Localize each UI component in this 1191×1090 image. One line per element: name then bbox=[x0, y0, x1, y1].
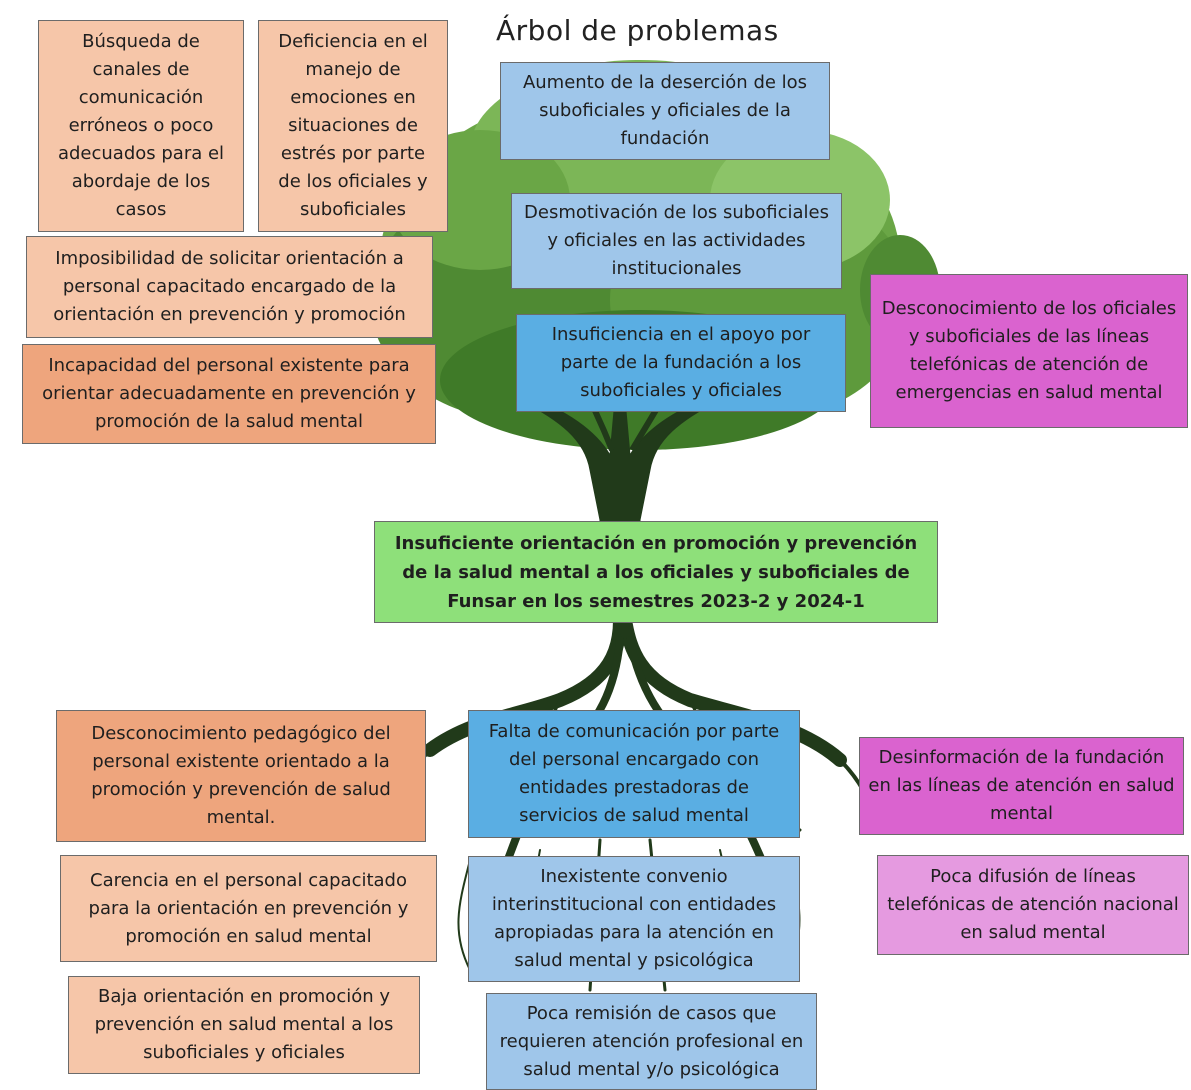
effect-text: Imposibilidad de solicitar orientación a… bbox=[53, 248, 406, 325]
effect-box: Desconocimiento de los oficiales y subof… bbox=[870, 274, 1188, 428]
central-problem-text: Insuficiente orientación en promoción y … bbox=[394, 532, 918, 612]
effect-box: Imposibilidad de solicitar orientación a… bbox=[26, 236, 433, 338]
effect-text: Búsqueda de canales de comunicación erró… bbox=[57, 31, 225, 220]
cause-text: Poca difusión de líneas telefónicas de a… bbox=[887, 866, 1179, 943]
effect-box: Desmotivación de los suboficiales y ofic… bbox=[511, 193, 842, 289]
effect-text: Deficiencia en el manejo de emociones en… bbox=[278, 31, 428, 220]
cause-box: Poca difusión de líneas telefónicas de a… bbox=[877, 855, 1189, 955]
effect-box: Deficiencia en el manejo de emociones en… bbox=[258, 20, 448, 232]
page-title: Árbol de problemas bbox=[496, 14, 779, 47]
effect-text: Incapacidad del personal existente para … bbox=[42, 355, 416, 432]
cause-text: Poca remisión de casos que requieren ate… bbox=[499, 1002, 804, 1080]
effect-box: Búsqueda de canales de comunicación erró… bbox=[38, 20, 244, 232]
cause-box: Inexistente convenio interinstitucional … bbox=[468, 856, 800, 982]
cause-box: Desconocimiento pedagógico del personal … bbox=[56, 710, 426, 842]
cause-text: Desinformación de la fundación en las lí… bbox=[868, 747, 1175, 824]
effect-text: Desconocimiento de los oficiales y subof… bbox=[881, 298, 1177, 403]
cause-box: Baja orientación en promoción y prevenci… bbox=[68, 976, 420, 1074]
effect-text: Insuficiencia en el apoyo por parte de l… bbox=[551, 324, 811, 401]
effect-box: Aumento de la deserción de los suboficia… bbox=[500, 62, 830, 160]
effect-box: Insuficiencia en el apoyo por parte de l… bbox=[516, 314, 846, 412]
cause-text: Baja orientación en promoción y prevenci… bbox=[94, 986, 394, 1063]
effect-text: Aumento de la deserción de los suboficia… bbox=[522, 72, 808, 149]
cause-box: Carencia en el personal capacitado para … bbox=[60, 855, 437, 962]
cause-text: Desconocimiento pedagógico del personal … bbox=[91, 723, 391, 828]
effect-box: Incapacidad del personal existente para … bbox=[22, 344, 436, 444]
cause-box: Falta de comunicación por parte del pers… bbox=[468, 710, 800, 838]
cause-box: Desinformación de la fundación en las lí… bbox=[859, 737, 1184, 835]
central-problem-box: Insuficiente orientación en promoción y … bbox=[374, 521, 938, 623]
cause-text: Falta de comunicación por parte del pers… bbox=[488, 721, 780, 826]
cause-box: Poca remisión de casos que requieren ate… bbox=[486, 993, 817, 1090]
effect-text: Desmotivación de los suboficiales y ofic… bbox=[524, 202, 829, 279]
cause-text: Carencia en el personal capacitado para … bbox=[88, 869, 409, 947]
cause-text: Inexistente convenio interinstitucional … bbox=[491, 866, 777, 971]
